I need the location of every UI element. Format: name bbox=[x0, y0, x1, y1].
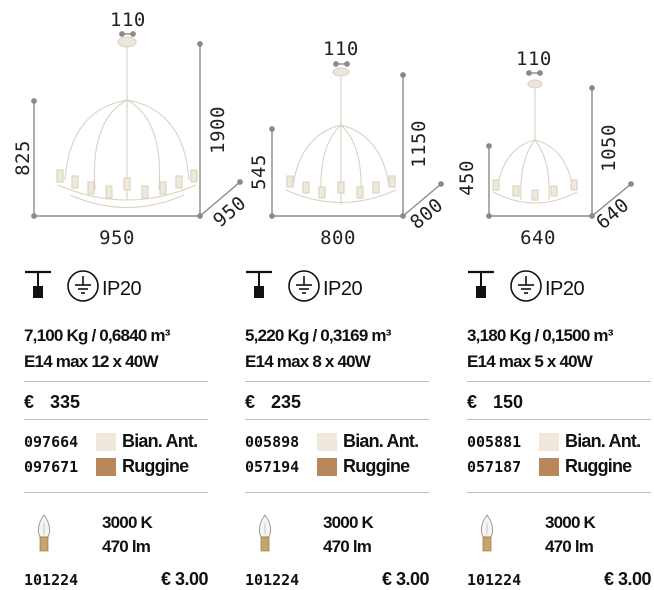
bulb-code: 101224 bbox=[467, 571, 522, 589]
price: €335 bbox=[24, 392, 80, 413]
price-value: 235 bbox=[271, 392, 302, 412]
currency: € bbox=[245, 392, 256, 412]
dimension-right: 1150 bbox=[408, 120, 430, 168]
product-code: 005898 bbox=[245, 433, 300, 451]
product-code: 097664 bbox=[24, 433, 79, 451]
divider bbox=[24, 381, 208, 382]
candle-bulb-icon bbox=[480, 514, 494, 552]
dimension-depth: 640 bbox=[592, 194, 634, 234]
finish-name: Ruggine bbox=[565, 456, 632, 476]
divider bbox=[245, 419, 429, 420]
ip-rating: IP20 bbox=[323, 278, 363, 300]
price-value: 150 bbox=[493, 392, 524, 412]
finish-swatch bbox=[317, 458, 337, 476]
bulb-spec: E14 max 5 x 40W bbox=[467, 352, 593, 371]
finish-swatch bbox=[539, 433, 559, 451]
bulb-price: € 3.00 bbox=[603, 569, 652, 589]
product-code: 097671 bbox=[24, 458, 79, 476]
dimension-bottom: 800 bbox=[320, 227, 356, 249]
variant-row: 097664 Bian. Ant. bbox=[24, 431, 236, 453]
price: €235 bbox=[245, 392, 301, 413]
luminous-flux: 470 lm bbox=[545, 537, 594, 556]
color-temperature: 3000 K bbox=[102, 513, 153, 532]
earth-ground-icon bbox=[67, 270, 99, 302]
finish-name: Ruggine bbox=[343, 456, 410, 476]
product-code: 057194 bbox=[245, 458, 300, 476]
candle-bulb-icon bbox=[258, 514, 272, 552]
dimension-top: 110 bbox=[516, 48, 552, 70]
product-column-3: 110 450 1050 640 640 IP20 3,180 Kg / 0,1… bbox=[456, 0, 654, 589]
weight-volume: 7,100 Kg / 0,6840 m³ bbox=[24, 326, 170, 345]
product-code: 005881 bbox=[467, 433, 522, 451]
install-info-row: IP20 bbox=[467, 268, 654, 304]
finish-name: Bian. Ant. bbox=[565, 431, 641, 451]
weight-volume: 5,220 Kg / 0,3169 m³ bbox=[245, 326, 391, 345]
install-info-row: IP20 bbox=[24, 268, 236, 304]
bulb-spec: E14 max 8 x 40W bbox=[245, 352, 371, 371]
dimension-top: 110 bbox=[323, 38, 359, 60]
dimension-right: 1050 bbox=[598, 124, 620, 172]
finish-name: Ruggine bbox=[122, 456, 189, 476]
bulb-spec: E14 max 12 x 40W bbox=[24, 352, 158, 371]
variant-row: 057187 Ruggine bbox=[467, 456, 654, 478]
dimension-depth: 800 bbox=[406, 194, 448, 234]
finish-name: Bian. Ant. bbox=[343, 431, 419, 451]
variant-row: 005881 Bian. Ant. bbox=[467, 431, 654, 453]
variant-row: 005898 Bian. Ant. bbox=[245, 431, 457, 453]
product-column-2: 110 545 1150 800 800 IP20 5,220 Kg / 0,3… bbox=[245, 0, 457, 589]
chandelier-illustration bbox=[492, 79, 578, 204]
weight-volume: 3,180 Kg / 0,1500 m³ bbox=[467, 326, 613, 345]
color-temperature: 3000 K bbox=[545, 513, 596, 532]
finish-name: Bian. Ant. bbox=[122, 431, 198, 451]
dimension-bottom: 950 bbox=[99, 227, 135, 249]
divider bbox=[467, 492, 651, 493]
divider bbox=[467, 419, 651, 420]
ip-rating: IP20 bbox=[102, 278, 142, 300]
earth-ground-icon bbox=[510, 270, 542, 302]
dimension-right: 1900 bbox=[207, 106, 229, 154]
divider bbox=[24, 492, 208, 493]
chandelier-dimension-drawing: 110 450 1050 640 640 bbox=[456, 48, 634, 249]
candle-bulb-icon bbox=[37, 514, 51, 552]
color-temperature: 3000 K bbox=[323, 513, 374, 532]
finish-swatch bbox=[539, 458, 559, 476]
earth-ground-icon bbox=[288, 270, 320, 302]
ceiling-mount-icon bbox=[25, 270, 51, 298]
price-value: 335 bbox=[50, 392, 81, 412]
install-info-row: IP20 bbox=[245, 268, 457, 304]
divider bbox=[245, 492, 429, 493]
bulb-price: € 3.00 bbox=[381, 569, 430, 589]
ceiling-mount-icon bbox=[246, 270, 272, 298]
finish-swatch bbox=[96, 433, 116, 451]
variant-row: 097671 Ruggine bbox=[24, 456, 236, 478]
finish-swatch bbox=[96, 458, 116, 476]
currency: € bbox=[24, 392, 35, 412]
price: €150 bbox=[467, 392, 523, 413]
dimension-bottom: 640 bbox=[520, 227, 556, 249]
product-column-1: 110 825 1900 950 950 IP20 7,100 Kg / 0,6… bbox=[12, 0, 246, 589]
ceiling-mount-icon bbox=[468, 270, 494, 298]
dimension-left: 450 bbox=[456, 160, 478, 196]
finish-swatch bbox=[317, 433, 337, 451]
product-code: 057187 bbox=[467, 458, 522, 476]
bulb-code: 101224 bbox=[24, 571, 79, 589]
dimension-top: 110 bbox=[110, 9, 146, 31]
variant-row: 057194 Ruggine bbox=[245, 456, 457, 478]
luminous-flux: 470 lm bbox=[102, 537, 151, 556]
divider bbox=[245, 381, 429, 382]
dimension-left: 825 bbox=[12, 140, 34, 176]
dimension-left: 545 bbox=[248, 154, 270, 190]
chandelier-illustration bbox=[56, 36, 198, 208]
chandelier-dimension-drawing: 110 545 1150 800 800 bbox=[248, 38, 448, 249]
chandelier-dimension-drawing: 110 825 1900 950 950 bbox=[12, 9, 246, 249]
chandelier-illustration bbox=[285, 67, 397, 205]
luminous-flux: 470 lm bbox=[323, 537, 372, 556]
divider bbox=[467, 381, 651, 382]
ip-rating: IP20 bbox=[545, 278, 585, 300]
divider bbox=[24, 419, 208, 420]
bulb-price: € 3.00 bbox=[160, 569, 209, 589]
bulb-code: 101224 bbox=[245, 571, 300, 589]
currency: € bbox=[467, 392, 478, 412]
